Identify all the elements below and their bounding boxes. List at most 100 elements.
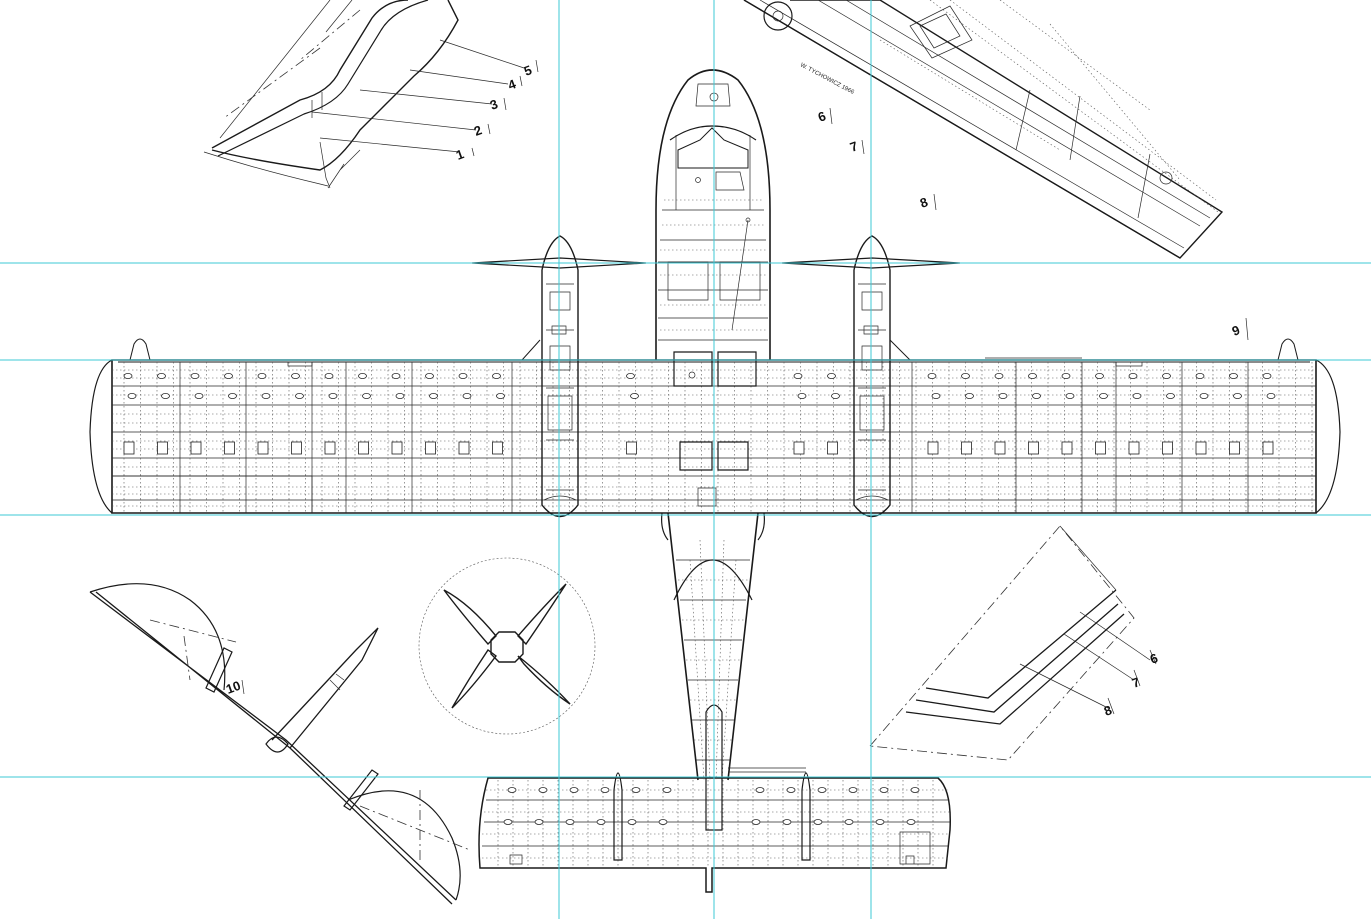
inspection-panel [1262, 372, 1272, 379]
inspection-panel [961, 372, 970, 379]
callout-6-top: 6 [816, 108, 828, 125]
inspection-panel [662, 787, 672, 793]
inspection-panel [1095, 372, 1104, 379]
inspection-panel [1032, 392, 1041, 399]
inspection-panel [1229, 441, 1240, 455]
callout-8-top: 8 [918, 194, 930, 211]
inspection-panel [507, 787, 517, 793]
callout-1: 1 [454, 146, 466, 163]
inspection-panel [362, 392, 371, 399]
inspection-panel [961, 441, 972, 455]
inspection-panel [1233, 392, 1242, 399]
inspection-panel [626, 441, 637, 455]
inspection-panel [596, 819, 606, 825]
callout-5: 5 [522, 62, 534, 79]
inspection-panel [994, 441, 1006, 455]
inspection-panel [534, 819, 544, 825]
inspection-panel [1199, 392, 1209, 399]
inspection-panel [569, 787, 579, 793]
inspection-panel [782, 819, 792, 825]
inspection-panel [328, 392, 338, 399]
inspection-panel [817, 787, 827, 793]
inspection-panel [827, 441, 838, 455]
inspection-panel [931, 392, 941, 399]
callout-8-bottom: 8 [1102, 702, 1114, 719]
inspection-panel [927, 441, 939, 455]
inspection-panel [1061, 441, 1073, 455]
inspection-panel [425, 441, 436, 455]
propeller-front-view [418, 557, 596, 735]
inspection-panel [1128, 441, 1140, 455]
inspection-panel [291, 372, 300, 379]
inspection-panel [391, 372, 401, 379]
inspection-panel [190, 441, 202, 455]
inspection-panel [627, 819, 637, 825]
inspection-panel [161, 392, 170, 399]
inspection-panel [1162, 441, 1173, 455]
inspection-panel [793, 372, 803, 379]
inspection-panel [1028, 372, 1037, 379]
inspection-panel [965, 392, 974, 399]
tailplane-end-view: 10 [89, 583, 471, 905]
fuselage [655, 69, 771, 831]
inspection-panel [910, 787, 920, 793]
inspection-panel [1195, 441, 1207, 455]
inspection-panel [565, 819, 575, 825]
inspection-panel [626, 372, 635, 379]
inspection-panel [631, 787, 641, 793]
inspection-panel [827, 372, 836, 379]
inspection-panel [797, 392, 807, 399]
callout-2: 2 [472, 122, 484, 139]
inspection-panel [358, 372, 367, 379]
inspection-panel [848, 787, 858, 793]
inspection-panel [157, 372, 166, 379]
inspection-panel [1099, 392, 1108, 399]
control-surface-detail: 6 7 8 [869, 525, 1160, 761]
inspection-panel [358, 441, 369, 455]
inspection-panel [793, 441, 805, 455]
inspection-panel [224, 441, 235, 455]
inspection-panel [123, 372, 133, 379]
inspection-panel [194, 392, 204, 399]
inspection-panel [503, 819, 513, 825]
inspection-panel [831, 392, 840, 399]
inspection-panel [1132, 392, 1142, 399]
inspection-panel [1065, 392, 1075, 399]
inspection-panel [324, 372, 334, 379]
inspection-panel [600, 787, 610, 793]
inspection-panel [994, 372, 1004, 379]
inspection-panel [1061, 372, 1071, 379]
inspection-panel [157, 441, 168, 455]
callout-10: 10 [224, 678, 243, 697]
inspection-panel [1195, 372, 1205, 379]
inspection-panel [127, 392, 137, 399]
outer-wing-side-view [743, 0, 1224, 259]
inspection-panel [1266, 392, 1276, 399]
inspection-panel [1095, 441, 1106, 455]
inspection-panel [1262, 441, 1274, 455]
inspection-panel [927, 372, 937, 379]
wingtip-detail-callouts: 1 2 3 4 5 [454, 62, 534, 163]
inspection-panel [462, 392, 472, 399]
inspection-panel [755, 787, 765, 793]
inspection-panel [395, 392, 405, 399]
inspection-panel [458, 372, 468, 379]
inspection-panel [228, 392, 237, 399]
inspection-panel [1229, 372, 1238, 379]
callout-7-bottom: 7 [1130, 674, 1142, 691]
inspection-panel [1162, 372, 1171, 379]
inspection-panel [257, 441, 269, 455]
draftsman-signature: W. TYCHOWICZ 1966 [799, 62, 855, 96]
inspection-panel [324, 441, 336, 455]
inspection-panel [492, 372, 501, 379]
inspection-panel [875, 819, 885, 825]
inspection-panel [190, 372, 200, 379]
inspection-panel [261, 392, 271, 399]
inspection-panel [844, 819, 854, 825]
inspection-panel [425, 372, 434, 379]
inspection-panel [1166, 392, 1175, 399]
inspection-panel [458, 441, 470, 455]
